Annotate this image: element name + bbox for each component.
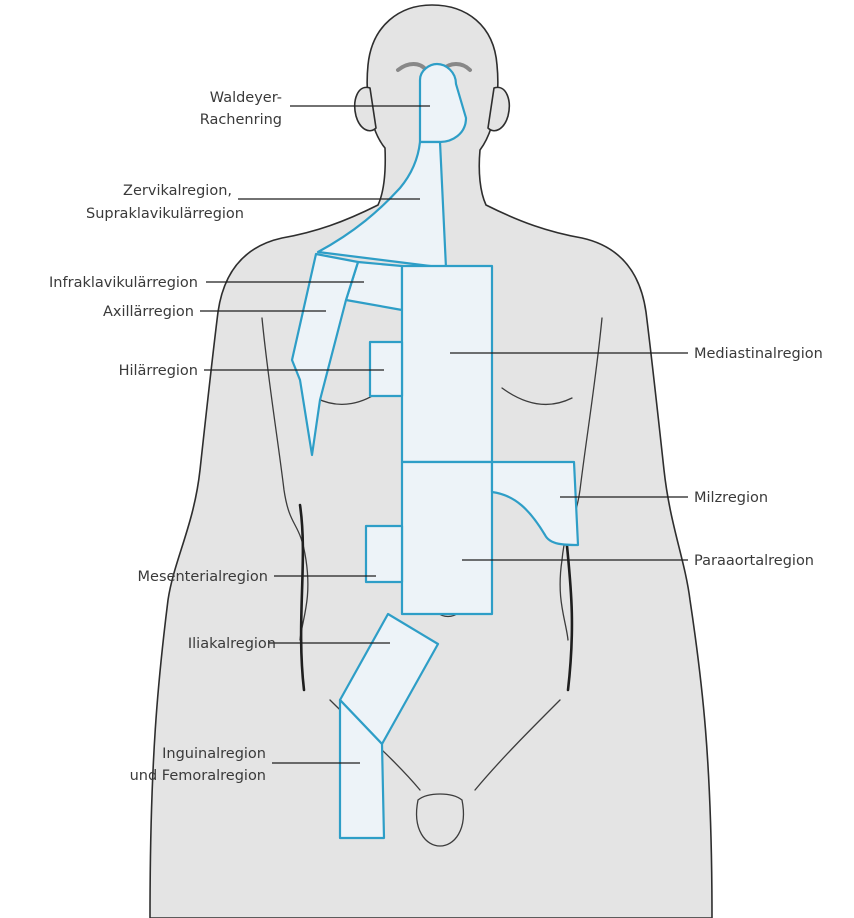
mediastinal-region [402, 266, 492, 462]
label-waldeyer-line2: Rachenring [200, 112, 282, 128]
paraaortic-region [402, 462, 492, 614]
label-hilar: Hilärregion [119, 363, 198, 379]
label-zervikal-line1: Zervikalregion, [123, 183, 232, 199]
label-zervikal-line2: Supraklavikulärregion [86, 206, 244, 222]
label-paraaortal: Paraaortalregion [694, 553, 814, 569]
label-mesenterial: Mesenterialregion [138, 569, 268, 585]
label-waldeyer-line1: Waldeyer- [210, 90, 282, 106]
label-inguinal-line1: Inguinalregion [162, 746, 266, 762]
label-axillar: Axillärregion [103, 304, 194, 320]
label-infraklavikular: Infraklavikulärregion [49, 275, 198, 291]
label-milz: Milzregion [694, 490, 768, 506]
label-mediastinal: Mediastinalregion [694, 346, 823, 362]
label-inguinal-line2: und Femoralregion [130, 768, 266, 784]
label-iliakal: Iliakalregion [188, 636, 276, 652]
cervical-region [318, 142, 446, 268]
mesenteric-region [366, 526, 402, 582]
hilar-region [370, 342, 402, 396]
